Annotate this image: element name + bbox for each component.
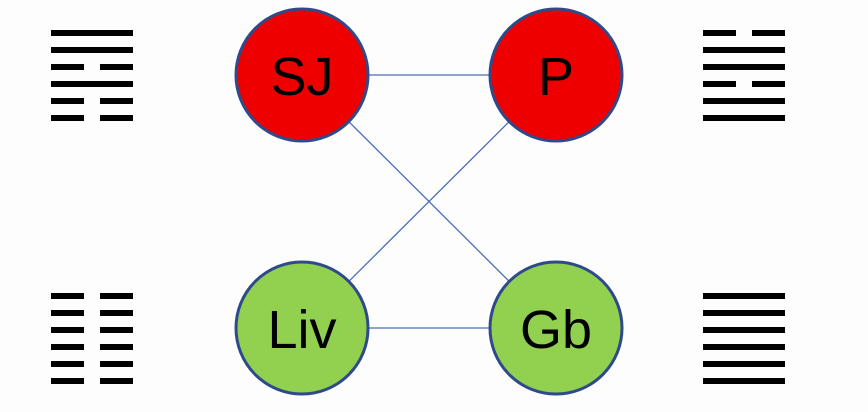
hexagram-line-solid: [703, 64, 785, 70]
node-liv: Liv: [234, 260, 370, 396]
hexagram-line-broken-left: [51, 64, 84, 70]
hexagram-line-broken-right: [100, 115, 133, 121]
hexagram-line-solid: [703, 344, 785, 350]
hexagram-line-broken-right: [100, 98, 133, 104]
hexagram-line-broken-right: [100, 378, 133, 384]
hexagram-line-broken-right: [100, 310, 133, 316]
node-gb: Gb: [488, 260, 624, 396]
edge-p-liv: [348, 121, 510, 282]
hexagram-line-broken-right: [100, 327, 133, 333]
node-circle-p: [488, 7, 624, 143]
hexagram-line-solid: [51, 47, 133, 53]
hexagram-top-left: [51, 30, 133, 121]
hexagram-line-broken-left: [51, 293, 84, 299]
hexagram-bottom-left: [51, 293, 133, 384]
hexagram-line-broken-right: [752, 30, 785, 36]
hexagram-line-broken-left: [51, 344, 84, 350]
hexagram-line-broken-right: [752, 81, 785, 87]
hexagram-line-solid: [51, 30, 133, 36]
node-label-liv: Liv: [267, 300, 336, 360]
hexagram-bottom-right: [703, 293, 785, 384]
hexagram-line-broken-left: [51, 327, 84, 333]
hexagram-line-broken-right: [100, 344, 133, 350]
hexagram-line-solid: [703, 361, 785, 367]
hexagram-line-solid: [51, 81, 133, 87]
node-label-sj: SJ: [270, 47, 333, 107]
edge-group: [348, 74, 510, 329]
hexagram-line-broken-right: [100, 293, 133, 299]
hexagram-line-solid: [703, 293, 785, 299]
hexagram-group: [51, 30, 785, 384]
hexagram-line-broken-right: [100, 361, 133, 367]
node-group: SJ P Liv Gb: [234, 7, 624, 396]
node-p: P: [488, 7, 624, 143]
node-label-gb: Gb: [520, 300, 592, 360]
node-label-p: P: [538, 47, 574, 107]
hexagram-line-solid: [703, 47, 785, 53]
hexagram-line-solid: [703, 378, 785, 384]
node-sj: SJ: [234, 7, 370, 143]
hexagram-line-solid: [703, 327, 785, 333]
node-circle-sj: [234, 7, 370, 143]
hexagram-line-broken-left: [703, 30, 736, 36]
hexagram-line-broken-left: [703, 81, 736, 87]
hexagram-line-broken-right: [100, 64, 133, 70]
hexagram-line-broken-left: [51, 361, 84, 367]
hexagram-line-broken-left: [51, 310, 84, 316]
node-circle-liv: [234, 260, 370, 396]
hexagram-line-solid: [703, 115, 785, 121]
hexagram-line-broken-left: [51, 98, 84, 104]
node-circle-gb: [488, 260, 624, 396]
hexagram-line-broken-left: [51, 115, 84, 121]
hexagram-line-solid: [703, 310, 785, 316]
hexagram-top-right: [703, 30, 785, 121]
hexagram-line-broken-left: [51, 378, 84, 384]
hexagram-line-solid: [703, 98, 785, 104]
